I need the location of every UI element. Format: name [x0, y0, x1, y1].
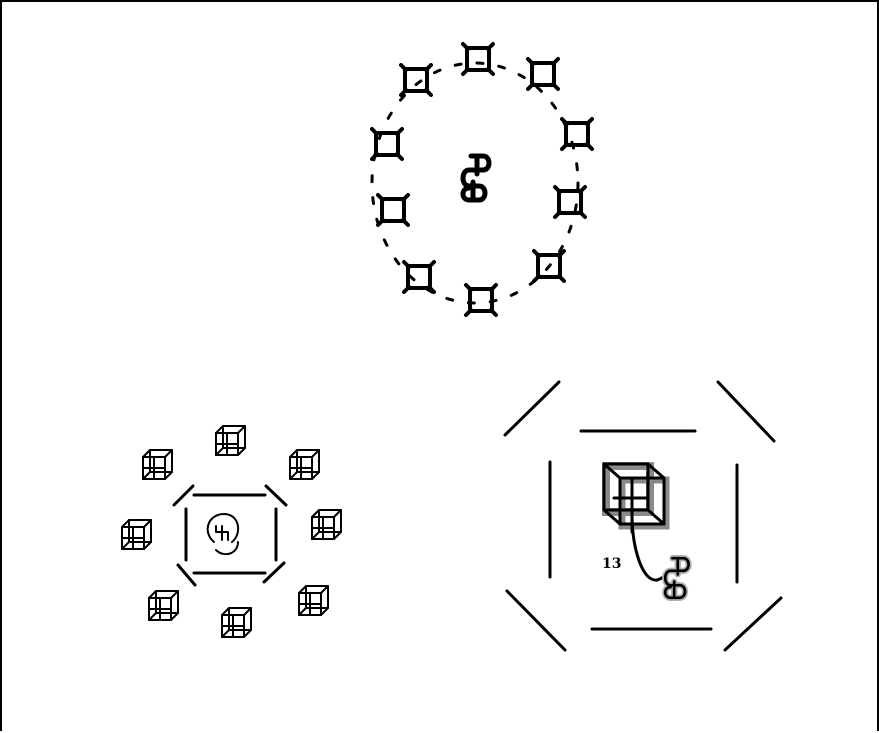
square-node — [401, 65, 431, 95]
square-node — [404, 262, 434, 292]
cube-node — [299, 586, 328, 615]
square-node — [528, 59, 558, 89]
square-node — [562, 119, 592, 149]
center-hook-symbol — [463, 156, 489, 200]
top-ring-group — [372, 44, 592, 315]
cube-node — [149, 591, 178, 620]
octagon-frame — [174, 486, 286, 585]
small-swirl-symbol — [208, 514, 238, 554]
cube-node — [216, 426, 245, 455]
cube-node — [312, 510, 341, 539]
cube-node — [122, 520, 151, 549]
square-node — [555, 187, 585, 217]
square-node — [372, 129, 402, 159]
left-ring-group — [122, 426, 341, 637]
square-node — [466, 285, 496, 315]
cube-node — [290, 450, 319, 479]
square-node — [463, 44, 493, 74]
cube-node — [222, 608, 251, 637]
inner-frame-lines — [550, 431, 737, 629]
right-frame-group: 13 — [505, 382, 781, 650]
cube-node — [143, 450, 172, 479]
square-node — [378, 195, 408, 225]
number-label: 13 — [602, 556, 621, 572]
shaded-cube — [604, 464, 666, 532]
